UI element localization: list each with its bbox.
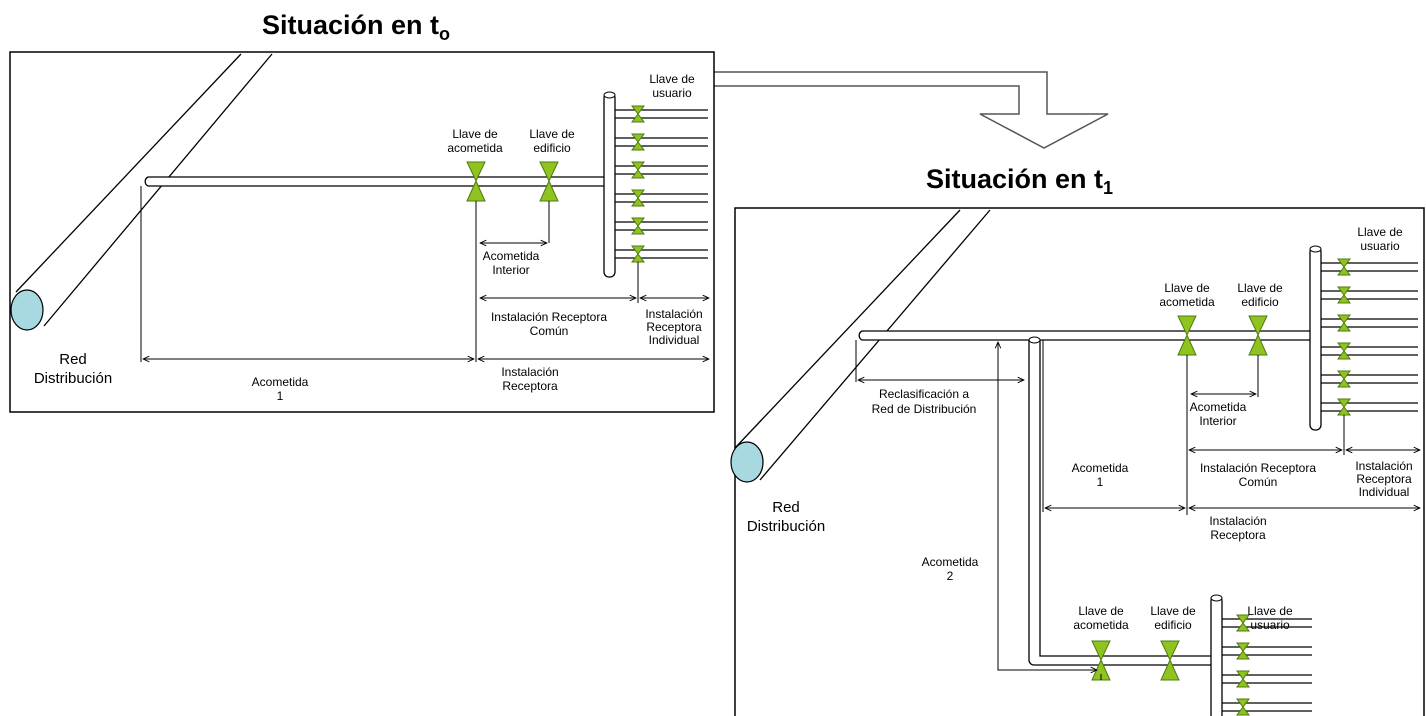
title-t0: Situación en to <box>262 10 450 44</box>
title-t1: Situación en t1 <box>926 164 1113 198</box>
pipe-end <box>730 441 764 483</box>
user-valves <box>631 105 645 263</box>
llave-edificio2-valve <box>1160 640 1180 681</box>
panel-t0-frame <box>9 51 715 413</box>
transition-arrow <box>714 71 1109 149</box>
pipe-end <box>10 289 44 331</box>
